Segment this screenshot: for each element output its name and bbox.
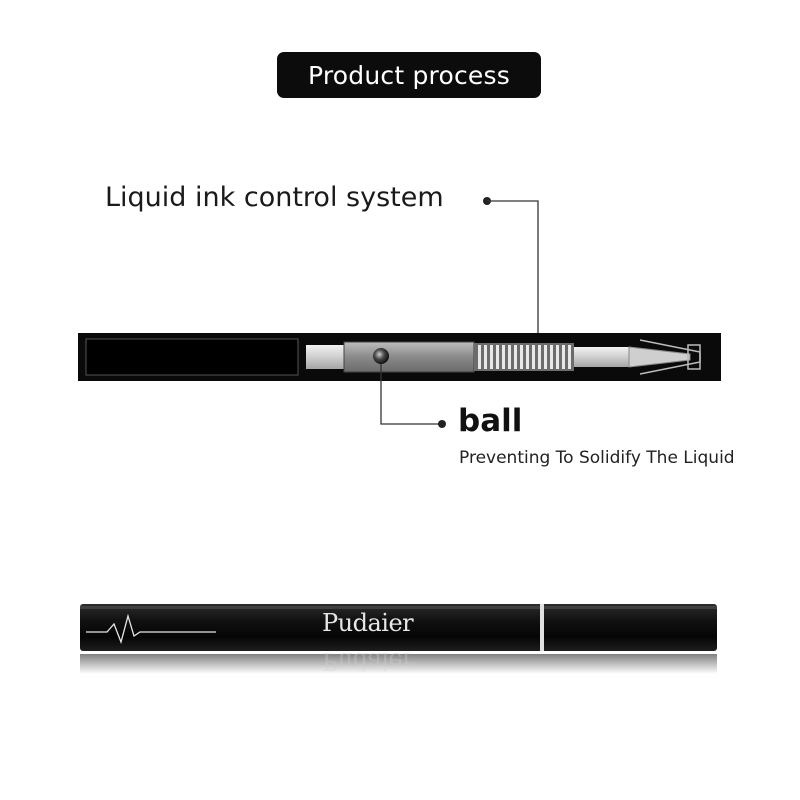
pen-cross-section — [78, 333, 721, 381]
pen-product — [80, 604, 717, 674]
title-banner: Product process — [277, 52, 541, 98]
ink-system-label: Liquid ink control system — [105, 182, 444, 213]
ball-label: ball — [458, 403, 523, 439]
ball-description: Preventing To Solidify The Liquid — [459, 448, 735, 468]
ink-system-leader — [483, 197, 539, 334]
brand-wordmark-reflection: Pudaier — [322, 647, 414, 675]
ball-icon — [373, 348, 389, 364]
brand-wordmark: Pudaier — [322, 609, 414, 637]
cap-ring — [540, 604, 544, 651]
page-title: Product process — [308, 60, 510, 90]
ball-leader — [380, 364, 446, 428]
ink-control-fins — [474, 343, 574, 371]
pen-reflection — [80, 654, 717, 674]
heartbeat-logo-icon — [86, 613, 216, 645]
